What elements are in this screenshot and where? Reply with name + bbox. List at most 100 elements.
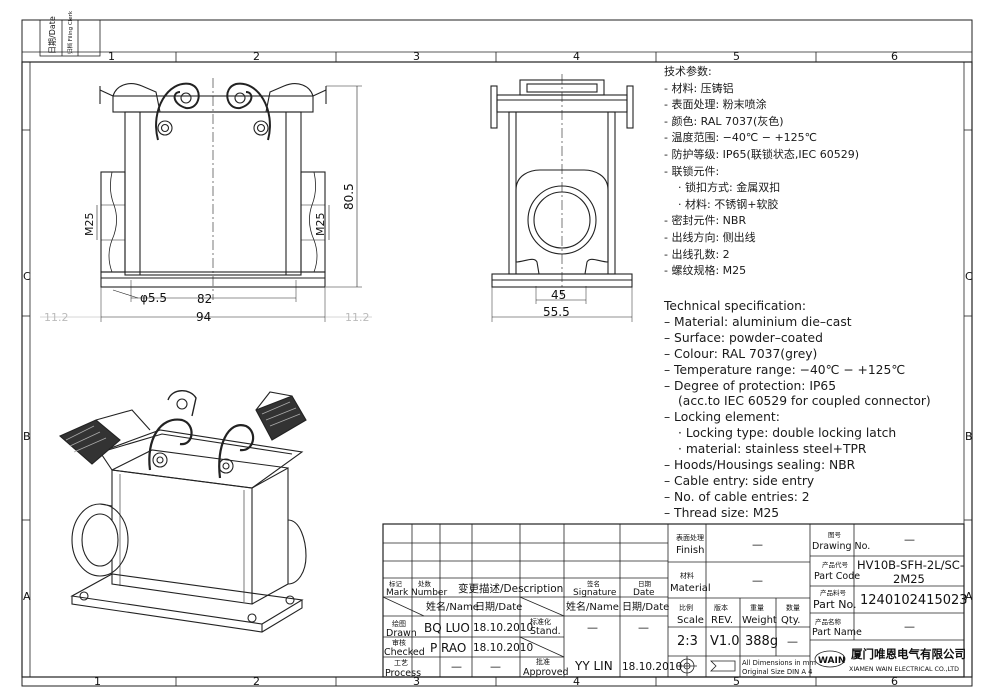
zone-left-a: A [23, 590, 31, 603]
zone-right-a: A [965, 590, 973, 603]
tb-name-header: 姓名/Name [426, 600, 479, 613]
spec-cn-line: - 出线方向: 侧出线 [664, 230, 756, 244]
spec-cn-line: - 出线孔数: 2 [664, 247, 730, 261]
tb-drawn-en: Drawn [386, 628, 417, 639]
tb-drawing-cn: 图号 [828, 531, 842, 539]
spec-cn-line: · 材料: 不锈钢+软胶 [678, 197, 779, 211]
spec-cn-line: - 联锁元件: [664, 164, 720, 178]
spec-en-line: Technical specification: [664, 299, 807, 313]
tb-scale-cn: 比例 [679, 603, 693, 612]
tb-process-name: — [451, 660, 462, 673]
tb-weight-en: Weight [742, 615, 777, 626]
dim-82: 82 [197, 292, 212, 306]
zone-left-b: B [23, 430, 31, 443]
tb-date-header-2: 日期/Date [622, 601, 669, 613]
zone-bottom-6: 6 [891, 675, 898, 688]
tb-company-en: XIAMEN WAIN ELECTRICAL CO.,LTD [849, 666, 959, 673]
spec-en-line: – Thread size: M25 [664, 505, 780, 520]
tb-date-en: Date [633, 588, 655, 598]
spec-en-line: · Locking type: double locking latch [678, 426, 897, 441]
tb-code-en: Part Code [814, 571, 860, 582]
tb-scale-en: Scale [677, 615, 704, 626]
tb-approved-date: 18.10.2010 [622, 661, 682, 673]
spec-en-line: (acc.to IEC 60529 for coupled connector) [678, 394, 931, 409]
filing-corner-box [39, 19, 101, 57]
title-block [382, 523, 965, 678]
tb-weight-val: 388g [745, 634, 778, 649]
tb-checked-name: P RAO [430, 641, 466, 655]
tb-process-date: — [490, 660, 501, 673]
spec-en-line: – Material: aluminium die–cast [664, 314, 852, 329]
tb-company-cn: 厦门唯恩电气有限公司 [851, 647, 966, 661]
tb-drawing-en: Drawing No. [812, 541, 870, 552]
spec-cn-line: - 材料: 压铸铝 [664, 81, 734, 95]
spec-cn-line: - 防护等级: IP65(联锁状态,IEC 60529) [664, 147, 859, 161]
tb-finish-en: Finish [676, 545, 704, 556]
dim-45: 45 [551, 288, 566, 302]
zone-top-4: 4 [573, 50, 580, 63]
spec-en-line: – No. of cable entries: 2 [664, 489, 810, 504]
zone-bottom-3: 3 [413, 675, 420, 688]
dim-11-2-right: 11.2 [345, 311, 370, 324]
tb-date-header: 日期/Date [475, 601, 522, 613]
tb-approved-cn: 批准 [536, 657, 550, 666]
tb-stand-date: — [638, 621, 649, 634]
tb-scale-val: 2:3 [677, 634, 698, 649]
tb-signature-en: Signature [573, 588, 617, 598]
tb-code-val-2: 2M25 [893, 572, 925, 586]
tb-signature-cn: 签名 [587, 579, 600, 588]
tb-checked-date: 18.10.2010 [473, 642, 533, 654]
tb-dims-note-1: All Dimensions in mm [742, 659, 816, 667]
tb-mark-cn: 标记 [389, 579, 403, 588]
tb-partname-cn: 产品名称 [815, 617, 842, 626]
dim-phi-5-5: φ5.5 [140, 291, 167, 305]
spec-en-line: – Hoods/Housings sealing: NBR [664, 458, 856, 473]
dim-11-2-left: 11.2 [44, 311, 69, 324]
tb-rev-val: V1.0 [710, 634, 740, 649]
tb-partname-en: Part Name [812, 627, 862, 638]
spec-en-line: · material: stainless steel+TPR [678, 442, 867, 457]
tb-stand-cn: 标准化 [530, 617, 551, 626]
tb-dims-note-2: Original Size DIN A 4 [742, 668, 813, 676]
tb-date-cn: 日期 [638, 580, 652, 588]
tb-material-en: Material [670, 583, 711, 594]
tb-process-en: Process [385, 668, 421, 679]
tb-drawn-cn: 绘图 [392, 619, 406, 628]
isometric-view [58, 390, 307, 633]
tb-number-cn: 处数 [418, 579, 432, 588]
spec-en-line: – Temperature range: −40℃ − +125℃ [664, 362, 906, 377]
zone-top-2: 2 [253, 50, 260, 63]
tb-drawn-date: 18.10.2010 [473, 622, 533, 634]
corner-date-label: 日期/Date [48, 16, 57, 54]
zone-right-b: B [965, 430, 973, 443]
spec-en-line: – Colour: RAL 7037(grey) [664, 346, 818, 361]
spec-chinese: 技术参数: - 材料: 压铸铝 - 表面处理: 粉末喷涂 - 颜色: RAL 7… [664, 64, 859, 280]
tb-name-header-2: 姓名/Name [566, 600, 619, 613]
tb-stand-en: Stand. [530, 626, 561, 637]
zone-bottom-5: 5 [733, 675, 740, 688]
tb-rev-cn: 版本 [714, 603, 728, 612]
spec-en-line: – Locking element: [664, 410, 780, 425]
spec-en-line: – Surface: powder–coated [664, 330, 823, 345]
tb-description: 变更描述/Description [458, 582, 563, 595]
tb-finish-val: — [752, 538, 763, 551]
zone-bottom-1: 1 [94, 675, 101, 688]
tb-partno-cn: 产品料号 [820, 588, 847, 597]
wain-logo: WAIN [818, 656, 845, 666]
tb-code-val-1: HV10B-SFH-2L/SC- [857, 558, 964, 572]
side-view [490, 74, 634, 322]
spec-en-line: – Cable entry: side entry [664, 473, 815, 488]
tb-partno-en: Part No. [813, 598, 856, 611]
tb-qty-en: Qty. [781, 615, 800, 626]
spec-english: Technical specification: – Material: alu… [664, 299, 931, 522]
zone-top-1: 1 [108, 50, 115, 63]
title-block-text: 标记 Mark 处数 Number 变更描述/Description 签名 Si… [384, 531, 968, 679]
spec-cn-line: - 螺纹规格: M25 [664, 264, 747, 278]
tb-finish-cn: 表面处理 [676, 533, 704, 542]
zone-top-5: 5 [733, 50, 740, 63]
tb-drawn-name: BQ LUO [424, 621, 470, 635]
zone-top-3: 3 [413, 50, 420, 63]
spec-cn-line: · 锁扣方式: 金属双扣 [678, 181, 781, 195]
tb-number-en: Number [411, 588, 447, 598]
tb-approved-en: Approved [523, 667, 569, 678]
